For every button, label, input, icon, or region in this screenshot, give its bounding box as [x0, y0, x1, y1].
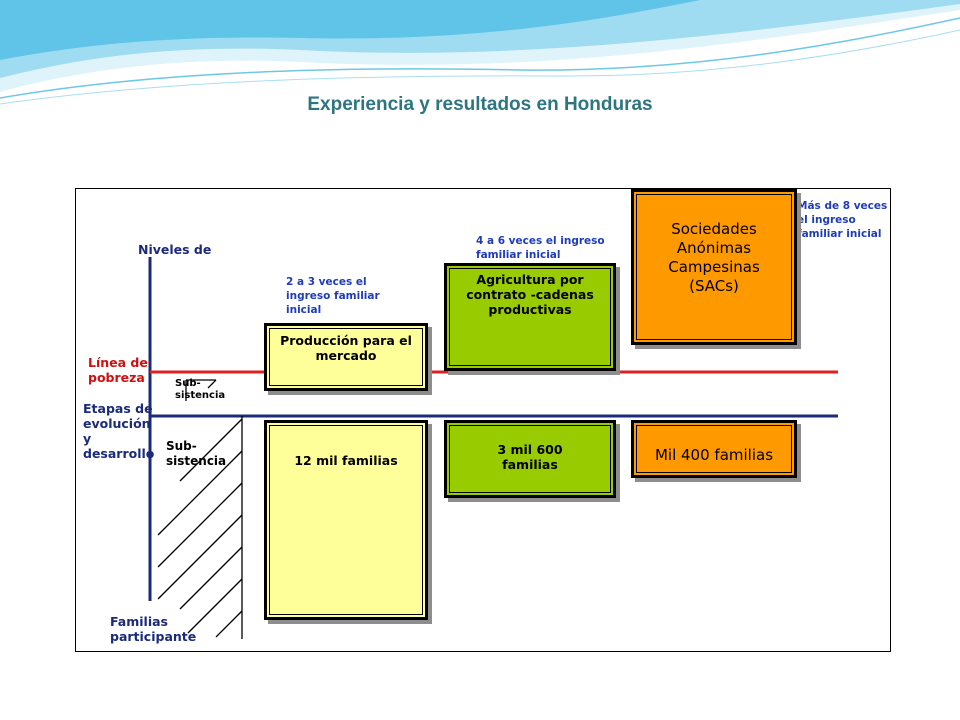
box-3-mil-600-familias: 3 mil 600 familias: [444, 420, 616, 498]
box-inner-border: [636, 425, 792, 473]
box-produccion-l2: mercado: [315, 348, 377, 363]
families-label: Familias participante: [110, 614, 196, 644]
box-sacs-l1: Sociedades: [671, 220, 757, 238]
families-label-l1: Familias: [110, 614, 168, 629]
income-note-4-6x: 4 a 6 veces el ingreso familiar inicial: [476, 234, 605, 262]
income-note-8x-l3: familiar inicial: [797, 228, 882, 240]
income-note-4-6x-l2: familiar inicial: [476, 249, 561, 261]
subsistence-large-l1: Sub-: [166, 439, 197, 453]
box-inner-border: [269, 425, 423, 615]
box-produccion-text: Producción para el mercado: [267, 333, 425, 363]
box-fam2-l1: 3 mil 600: [497, 442, 563, 457]
box-agricultura-text: Agricultura por contrato -cadenas produc…: [447, 272, 613, 317]
subsistence-small-label: Sub- sistencia: [175, 378, 225, 402]
box-inner-border: [449, 268, 611, 366]
box-inner-border: [449, 425, 611, 493]
box-sacs-l3: Campesinas: [668, 258, 760, 276]
box-produccion-mercado: Producción para el mercado: [264, 323, 428, 391]
box-fam3-text: Mil 400 familias: [654, 446, 774, 464]
stages-label-l1: Etapas de: [83, 401, 153, 416]
box-fam2-l2: familias: [502, 457, 558, 472]
subsistence-large-label: Sub- sistencia: [166, 439, 226, 469]
box-12-mil-familias: 12 mil familias: [264, 420, 428, 620]
axis-top-label: Niveles de: [138, 242, 212, 257]
subsistence-small-l2: sistencia: [175, 390, 226, 401]
poverty-line-label-l2: pobreza: [88, 370, 145, 385]
box-inner-border: [269, 328, 423, 386]
page-title: Experiencia y resultados en Honduras: [307, 94, 653, 115]
box-fam2-text: 3 mil 600 familias: [447, 442, 613, 472]
income-note-8x-l1: Más de 8 veces: [797, 200, 888, 212]
box-agricultura-l3: productivas: [488, 302, 572, 317]
stages-label: Etapas de evolución y desarrollo: [83, 401, 154, 461]
diagram-frame: Niveles de Línea de pobreza Etapas de ev…: [75, 188, 891, 652]
poverty-line-label-l1: Línea de: [88, 355, 148, 370]
families-label-l2: participante: [110, 629, 197, 644]
header-wave-decoration: [0, 0, 960, 105]
poverty-line-label: Línea de pobreza: [88, 355, 148, 385]
income-note-8x-l2: el ingreso: [797, 214, 856, 226]
box-sacs: Sociedades Anónimas Campesinas (SACs): [631, 189, 797, 345]
subsistence-small-l1: Sub-: [175, 378, 201, 389]
box-agricultura-contrato: Agricultura por contrato -cadenas produc…: [444, 263, 616, 371]
income-note-2-3x-l2: ingreso familiar: [286, 290, 380, 302]
box-sacs-l2: Anónimas: [676, 239, 752, 257]
box-sacs-text: Sociedades Anónimas Campesinas (SACs): [634, 220, 794, 296]
income-note-8x: Más de 8 veces el ingreso familiar inici…: [797, 199, 887, 241]
box-sacs-l4: (SACs): [689, 277, 739, 295]
income-note-2-3x-l1: 2 a 3 veces el: [286, 276, 367, 288]
income-note-2-3x: 2 a 3 veces el ingreso familiar inicial: [286, 275, 380, 317]
box-produccion-l1: Producción para el: [280, 333, 412, 348]
stages-label-l3: y: [83, 431, 92, 446]
box-mil-400-familias: Mil 400 familias: [631, 420, 797, 478]
box-fam1-text: 12 mil familias: [294, 453, 398, 468]
income-note-4-6x-l1: 4 a 6 veces el ingreso: [476, 235, 605, 247]
income-note-2-3x-l3: inicial: [286, 304, 322, 316]
box-inner-border: [636, 194, 792, 340]
box-agricultura-l2: contrato -cadenas: [466, 287, 594, 302]
subsistence-large-l2: sistencia: [166, 454, 227, 468]
box-agricultura-l1: Agricultura por: [476, 272, 584, 287]
stages-label-l2: evolución: [83, 416, 151, 431]
stages-label-l4: desarrollo: [83, 446, 155, 461]
